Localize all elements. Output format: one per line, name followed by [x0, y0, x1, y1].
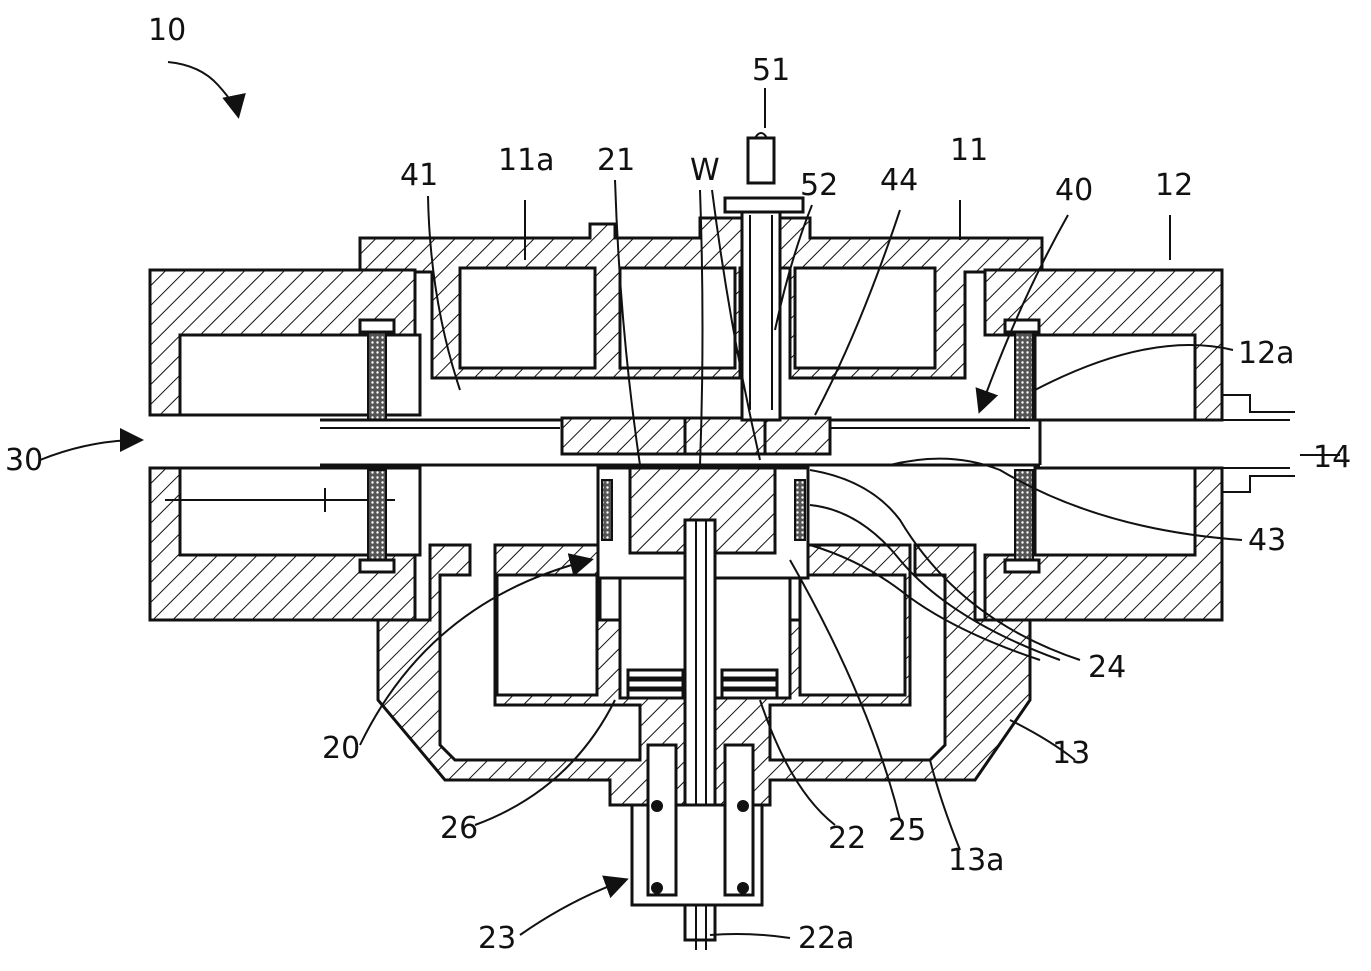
upper-chamber-11	[358, 216, 1044, 380]
inner-cavity	[618, 266, 737, 370]
drive-shaft-22	[630, 518, 764, 950]
label-W: W	[690, 153, 720, 188]
label-25: 25	[888, 813, 926, 848]
label-14: 14	[1313, 440, 1351, 475]
label-30: 30	[5, 443, 43, 478]
bellows-26	[626, 668, 779, 700]
label-11: 11	[950, 133, 988, 168]
label-13: 13	[1052, 736, 1090, 771]
label-22a: 22a	[798, 921, 855, 956]
label-51: 51	[752, 53, 790, 88]
label-52: 52	[800, 168, 838, 203]
label-10: 10	[148, 13, 186, 48]
label-22: 22	[828, 821, 866, 856]
label-26: 26	[440, 811, 478, 846]
leader-lines	[39, 61, 1340, 939]
susceptor-plate-44	[560, 416, 832, 456]
lower-chamber-13	[376, 543, 1032, 807]
label-41: 41	[400, 158, 438, 193]
shaft-52	[723, 132, 805, 422]
label-11a: 11a	[498, 143, 555, 178]
label-23: 23	[478, 921, 516, 956]
label-20: 20	[322, 731, 360, 766]
electrode-21	[628, 466, 777, 555]
label-24: 24	[1088, 650, 1126, 685]
label-21: 21	[597, 143, 635, 178]
label-12: 12	[1155, 168, 1193, 203]
cavity-11a	[458, 266, 597, 370]
label-43: 43	[1248, 523, 1286, 558]
label-40: 40	[1055, 173, 1093, 208]
sensor-51	[746, 136, 776, 185]
label-44: 44	[880, 163, 918, 198]
label-13a: 13a	[948, 843, 1005, 878]
label-12a: 12a	[1238, 336, 1295, 371]
right-cavity	[793, 266, 937, 370]
reference-labels: 10 51 11a 21 W 52 44 11 40 12 41 12a 30 …	[5, 13, 1351, 956]
